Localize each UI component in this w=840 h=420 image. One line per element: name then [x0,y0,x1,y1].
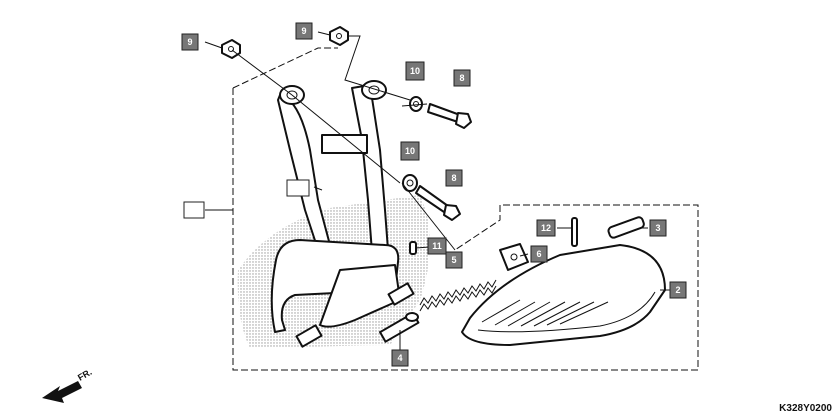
roller [607,216,645,239]
front-direction-label: FR. [76,367,94,383]
pin [379,312,420,343]
callout-11-label: 11 [432,241,442,251]
callout-10-lower-label: 10 [405,146,415,156]
callout-4: 4 [391,349,409,367]
callout-10-upper: 10 [405,61,425,81]
callout-blank-assembly [183,201,205,219]
callout-6: 6 [530,245,548,263]
callout-9-left-label: 9 [187,37,192,47]
nut-left [221,39,241,59]
callout-8-lower: 8 [445,169,463,187]
main-stand [270,80,415,348]
callout-3-label: 3 [655,223,660,233]
callout-4-label: 4 [397,353,402,363]
bolt-upper [427,103,472,129]
callout-12-label: 12 [541,223,551,233]
callout-2: 2 [669,281,687,299]
callout-9-right-label: 9 [301,26,306,36]
callout-2-label: 2 [675,285,680,295]
callout-9-right: 9 [295,22,313,40]
spring [419,279,497,312]
assembly-boundary [232,47,699,371]
callout-blank-stand [286,179,310,197]
callout-10-lower: 10 [400,141,420,161]
callout-11: 11 [427,237,447,255]
diagram-code: K328Y0200 [779,403,832,414]
callout-8-upper: 8 [453,69,471,87]
callout-12: 12 [536,219,556,237]
leader-lines [204,31,670,350]
callout-8-upper-label: 8 [459,73,464,83]
callout-6-label: 6 [536,249,541,259]
callout-9-left: 9 [181,33,199,51]
callout-3: 3 [649,219,667,237]
washer-lower [402,174,418,192]
small-pin [571,217,578,247]
callout-10-upper-label: 10 [410,66,420,76]
nut-right [329,26,349,46]
front-direction-arrow: FR. [42,367,94,403]
step-plate [461,244,666,346]
callout-5: 5 [445,251,463,269]
bracket [499,243,529,271]
clip [409,241,417,255]
washer-upper [409,96,423,112]
callout-5-label: 5 [451,255,456,265]
bolt-lower [415,185,461,221]
callout-8-lower-label: 8 [451,173,456,183]
